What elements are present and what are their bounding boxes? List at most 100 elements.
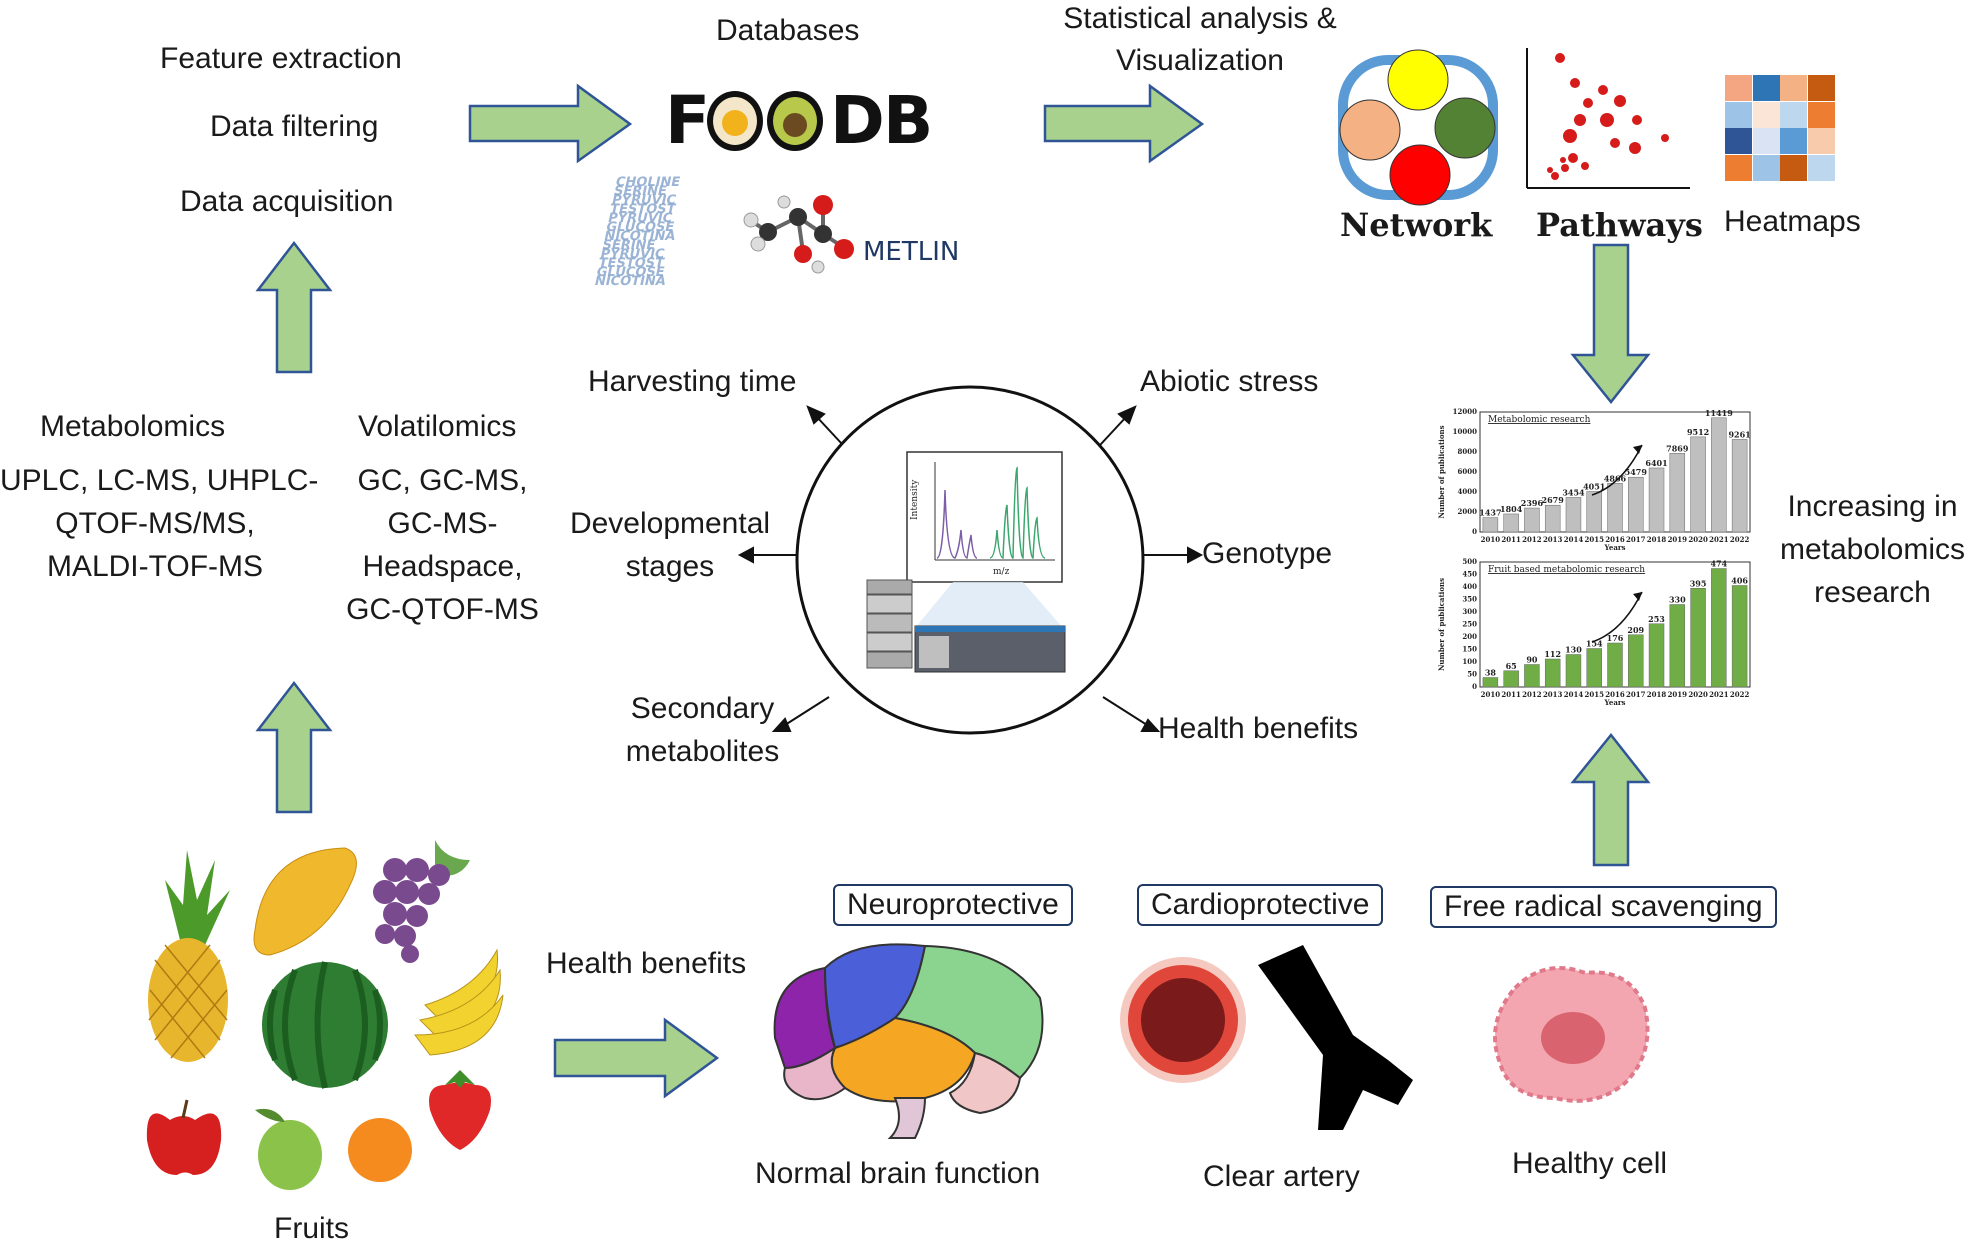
metlin-bg-word: GLUCOSE — [595, 265, 666, 280]
health-benefits-bottom-label: Health benefits — [546, 947, 747, 980]
heatmap-cell — [1752, 101, 1780, 128]
mango-icon — [253, 847, 357, 956]
bar — [1544, 658, 1561, 688]
metlin-text: METLIN — [863, 237, 959, 267]
bar — [1565, 654, 1582, 688]
bar-value-label: 253 — [1648, 614, 1665, 624]
bar-value-label: 1804 — [1500, 504, 1523, 514]
x-tick-label: 2015 — [1584, 690, 1604, 699]
bar-value-label: 6401 — [1645, 458, 1667, 468]
metlin-bg-word: GLUCOSE — [605, 220, 676, 235]
databases-label: Databases — [716, 14, 860, 47]
bar-value-label: 406 — [1731, 576, 1748, 586]
healthy-cell-label: Healthy cell — [1512, 1147, 1668, 1180]
x-tick-label: 2019 — [1668, 535, 1688, 544]
x-tick-label: 2014 — [1564, 690, 1584, 699]
normal-brain-label: Normal brain function — [755, 1157, 1041, 1190]
y-tick-label: 10000 — [1453, 427, 1477, 436]
metlin-bg-word: PYRUVIC — [607, 211, 674, 226]
bar — [1607, 483, 1623, 533]
heatmap-cell — [1780, 75, 1807, 101]
network-graphic — [1335, 49, 1500, 206]
heatmap-cell — [1752, 154, 1780, 181]
bar — [1586, 491, 1602, 533]
stats-title-line1: Statistical analysis & — [1063, 2, 1337, 35]
increasing-line2: metabolomics — [1779, 533, 1966, 566]
banana-icon — [414, 948, 504, 1056]
arrow-up-from-fruits — [255, 680, 333, 814]
x-axis-label: Years — [1603, 543, 1625, 552]
developmental-stages-line1: Developmental — [569, 507, 771, 540]
metlin-bg-word: PYRUVIC — [610, 193, 677, 208]
arrow-right-to-stats — [1043, 83, 1205, 164]
orange-icon — [348, 1118, 412, 1182]
heatmap-cell — [1725, 154, 1752, 181]
arrow-right-to-databases — [468, 83, 633, 164]
svg-text:D: D — [830, 82, 885, 159]
pineapple-icon — [148, 850, 230, 1062]
pathways-graphic — [1525, 48, 1690, 193]
metabolomics-method-1: UPLC, LC-MS, UHPLC- — [0, 464, 319, 497]
x-tick-label: 2020 — [1688, 535, 1708, 544]
trend-arrowhead — [1633, 445, 1642, 454]
spectrum-ylabel: Intensity — [910, 479, 920, 520]
bar — [1628, 634, 1644, 688]
bar-value-label: 4866 — [1604, 473, 1627, 483]
ms-instrument-graphic: Intensity m/z — [855, 450, 1095, 680]
svg-text:F: F — [665, 82, 710, 159]
network-label: Network — [1340, 206, 1493, 244]
fruits-graphic — [125, 830, 504, 1210]
arrow-down-to-chart — [1570, 243, 1651, 405]
bar-value-label: 130 — [1565, 645, 1582, 655]
bar-value-label: 3454 — [1562, 487, 1585, 497]
x-tick-label: 2011 — [1501, 690, 1521, 699]
x-tick-label: 2022 — [1730, 690, 1750, 699]
increasing-line1: Increasing in — [1787, 490, 1958, 523]
artery-icon — [1118, 945, 1428, 1135]
x-tick-label: 2010 — [1481, 690, 1501, 699]
bar-value-label: 7869 — [1666, 443, 1689, 453]
heatmap-cell — [1807, 101, 1835, 128]
bar — [1503, 513, 1519, 533]
y-tick-label: 50 — [1467, 670, 1477, 679]
metabolomics-method-2: QTOF-MS/MS, — [55, 507, 255, 540]
y-tick-label: 350 — [1462, 595, 1477, 604]
bar — [1669, 604, 1686, 688]
x-tick-label: 2020 — [1688, 690, 1708, 699]
bar-value-label: 2679 — [1542, 495, 1565, 505]
bar-value-label: 38 — [1485, 668, 1497, 678]
y-tick-label: 400 — [1462, 582, 1477, 591]
watermelon-icon — [262, 961, 388, 1089]
bar — [1503, 670, 1519, 688]
volatilomics-method-1: GC, GC-MS, — [357, 464, 528, 497]
x-tick-label: 2017 — [1626, 535, 1646, 544]
metlin-bg-word: NICOTINA — [603, 229, 678, 244]
brain-icon — [765, 938, 1055, 1139]
bar — [1607, 642, 1623, 688]
grapes-icon — [373, 840, 470, 963]
heatmap-cell — [1807, 154, 1835, 181]
y-axis-label: Number of publications — [1437, 578, 1446, 671]
heatmap-cell — [1752, 128, 1780, 154]
increasing-line3: research — [1814, 576, 1931, 609]
x-tick-label: 2015 — [1584, 535, 1604, 544]
heatmap-cell — [1780, 154, 1807, 181]
neuroprotective-box: Neuroprotective — [833, 884, 1073, 926]
x-tick-label: 2021 — [1709, 535, 1729, 544]
apple-icon — [146, 1099, 222, 1175]
x-tick-label: 2012 — [1522, 535, 1542, 544]
x-tick-label: 2021 — [1709, 690, 1729, 699]
volatilomics-method-2: GC-MS- — [387, 507, 498, 540]
y-tick-label: 250 — [1462, 620, 1477, 629]
bar-value-label: 330 — [1669, 595, 1686, 605]
bar — [1648, 623, 1665, 688]
x-tick-label: 2016 — [1605, 535, 1625, 544]
developmental-stages-line2: stages — [625, 550, 715, 583]
bar-value-label: 4051 — [1583, 481, 1605, 491]
foodb-logo: F D B — [665, 82, 945, 159]
volatilomics-method-3: Headspace, — [362, 550, 523, 583]
bar — [1648, 467, 1665, 533]
bar-value-label: 209 — [1627, 625, 1644, 635]
abiotic-stress-label: Abiotic stress — [1140, 365, 1319, 398]
harvesting-time-label: Harvesting time — [588, 365, 797, 398]
